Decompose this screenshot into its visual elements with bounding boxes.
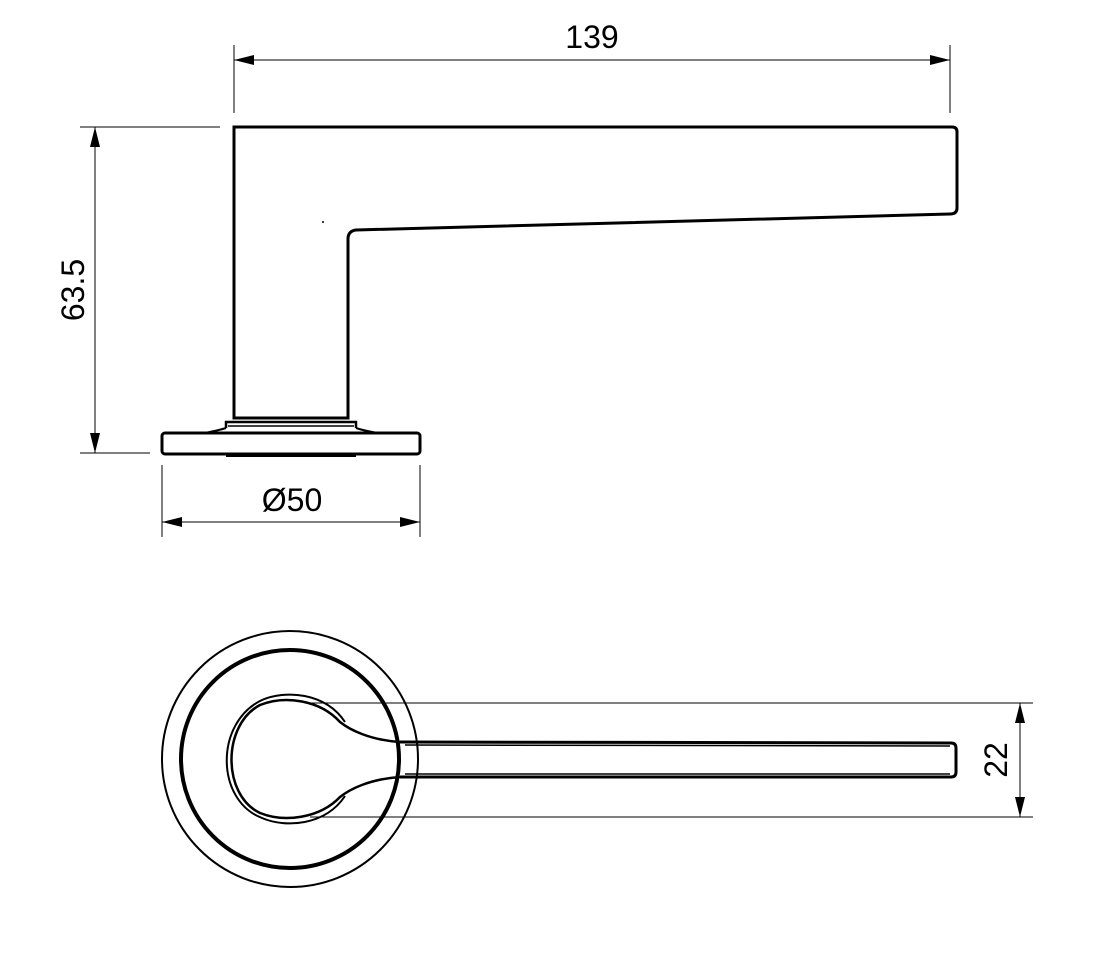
dimension-lever-width	[310, 702, 1033, 818]
dimension-length	[233, 45, 951, 113]
lever-neck-outer	[225, 693, 346, 825]
collar	[224, 420, 358, 428]
lever-top-outline	[230, 698, 401, 820]
rose-plate	[160, 431, 422, 456]
dimension-rose-diameter-label: Ø50	[262, 482, 322, 518]
center-mark	[322, 221, 324, 223]
lever-side-outline	[232, 125, 959, 420]
rose-underside	[226, 454, 356, 457]
side-view	[160, 125, 959, 457]
lever-edge-top	[404, 744, 951, 747]
dimension-rose-diameter	[161, 465, 421, 537]
dimension-lever-width-label: 22	[978, 742, 1014, 778]
lever-blade	[399, 740, 958, 779]
dimension-height	[80, 126, 220, 454]
dimension-height-label: 63.5	[55, 259, 91, 321]
top-view	[161, 630, 958, 888]
dimension-length-label: 139	[565, 19, 618, 55]
rose-outer-circle	[161, 630, 419, 888]
rose-inner-circle	[179, 648, 401, 870]
